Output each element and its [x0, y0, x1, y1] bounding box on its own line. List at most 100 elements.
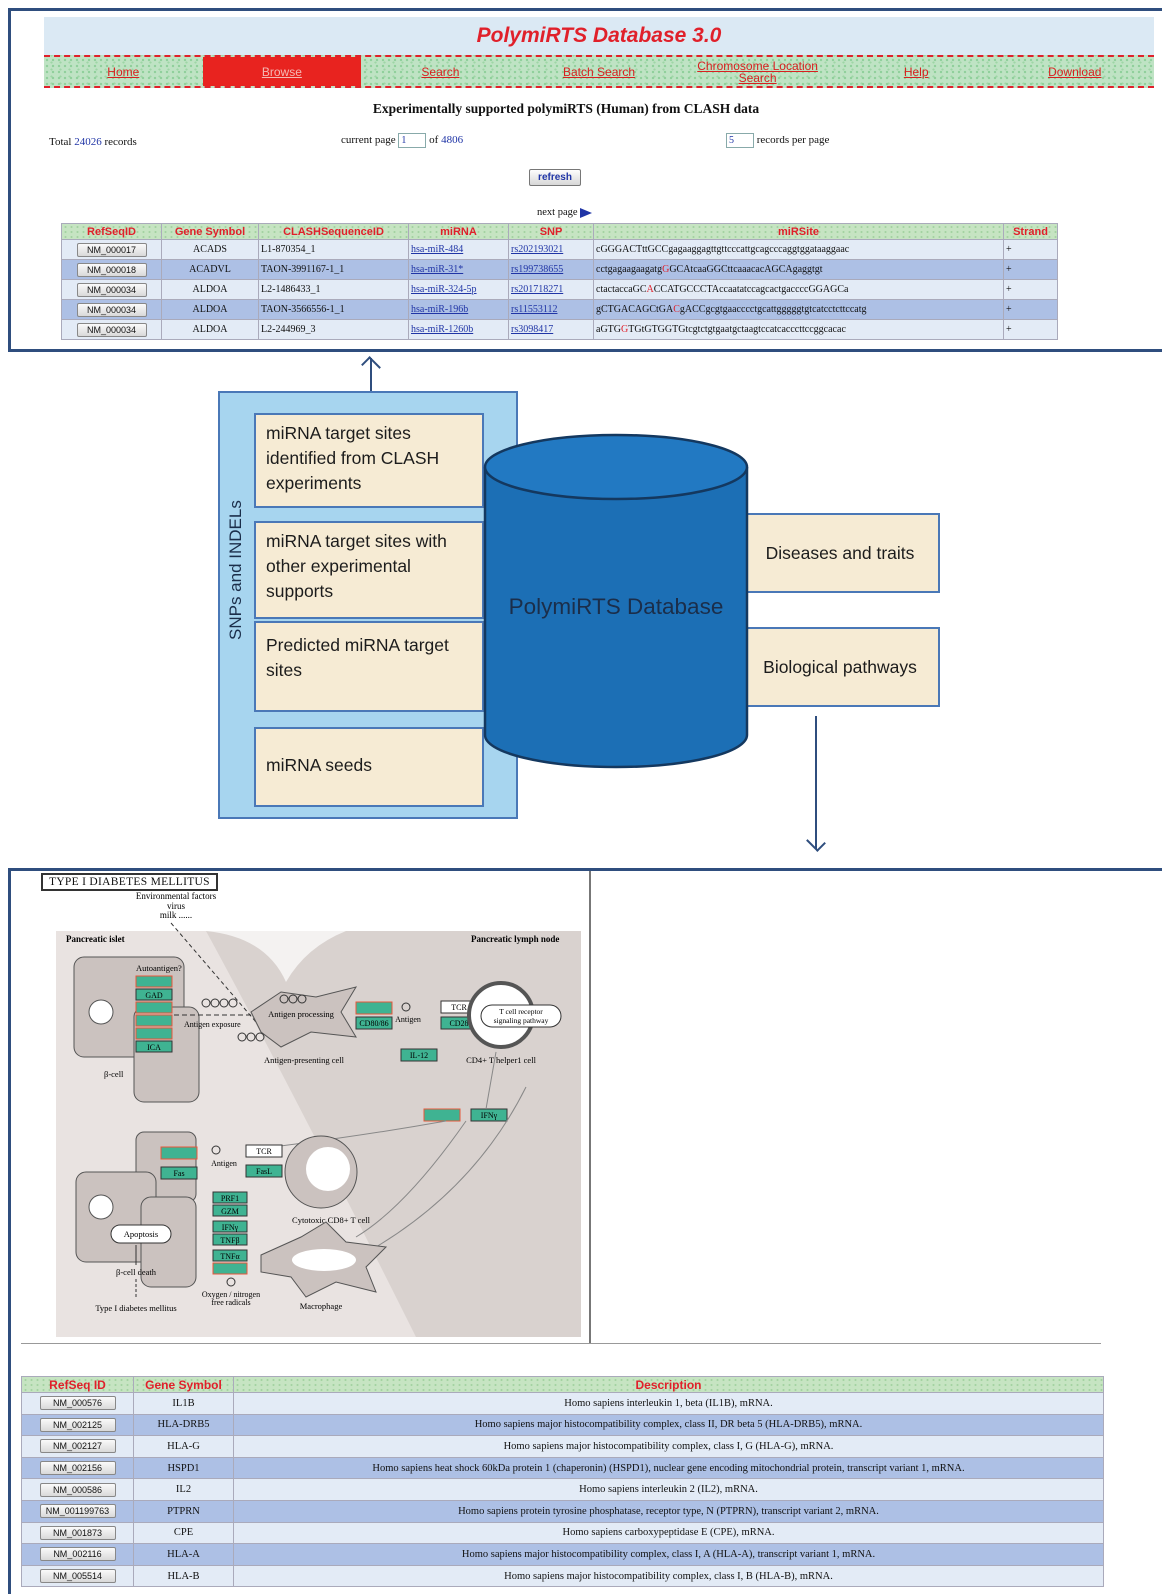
- refresh-button[interactable]: refresh: [529, 169, 581, 186]
- col-refseq-id[interactable]: RefSeq ID: [21, 1376, 134, 1393]
- refseq-button[interactable]: NM_000017: [76, 242, 147, 257]
- gene-box-highlighted[interactable]: [135, 1027, 173, 1040]
- gene-box-gzm[interactable]: [212, 1204, 248, 1217]
- gene-box-prf1[interactable]: [212, 1191, 248, 1204]
- description-cell: Homo sapiens carboxypeptidase E (CPE), m…: [233, 1521, 1104, 1545]
- snp-cell: rs201718271: [508, 279, 594, 300]
- beta-cell-label: β-cell: [104, 1069, 124, 1079]
- gene-box-tnfa[interactable]: [212, 1249, 248, 1262]
- col-gene-symbol[interactable]: Gene Symbol: [161, 223, 259, 240]
- snp-link[interactable]: rs199738655: [511, 264, 564, 275]
- refseq-button[interactable]: NM_000034: [76, 282, 147, 297]
- next-page-link[interactable]: next page: [537, 207, 592, 218]
- gene-box-highlighted[interactable]: [135, 1014, 173, 1027]
- col-gene-symbol[interactable]: Gene Symbol: [133, 1376, 234, 1393]
- tcr2-box[interactable]: [245, 1144, 283, 1158]
- nav-chromosome-location-search[interactable]: Chromosome Location Search: [697, 58, 818, 85]
- source-other-experimental: miRNA target sites with other experiment…: [254, 521, 484, 619]
- apoptosis-box[interactable]: [110, 1224, 172, 1244]
- mirna-link[interactable]: hsa-miR-1260b: [411, 324, 474, 335]
- nav-home[interactable]: Home: [107, 64, 140, 79]
- oxygen-label-2: free radicals: [211, 1298, 250, 1307]
- mirna-link[interactable]: hsa-miR-324-5p: [411, 284, 477, 295]
- gene-box-highlighted[interactable]: [355, 1001, 393, 1015]
- mirna-cell: hsa-miR-1260b: [408, 319, 509, 340]
- gene-box-gad[interactable]: [135, 988, 173, 1001]
- nav-search[interactable]: Search: [421, 64, 460, 79]
- refseq-button[interactable]: NM_005514: [39, 1569, 116, 1584]
- antigen-dot: [279, 994, 289, 1004]
- tcr-pathway-box[interactable]: [480, 1004, 562, 1028]
- description-cell: Homo sapiens major histocompatibility co…: [233, 1435, 1104, 1458]
- gene-box-highlighted[interactable]: [212, 1262, 248, 1275]
- per-page-input[interactable]: 5: [726, 133, 754, 148]
- gene-cell: HSPD1: [133, 1456, 234, 1480]
- mirsite-cell: cGGGACTttGCCgagaaggagttgttcccattgcagccca…: [593, 239, 1004, 260]
- nav-bar: Home Browse Search Batch Search Chromoso…: [44, 55, 1154, 88]
- snp-link[interactable]: rs202193021: [511, 244, 564, 255]
- refseq-cell: NM_000018: [61, 259, 162, 280]
- refseq-button[interactable]: NM_000576: [39, 1396, 116, 1411]
- gene-box-ica[interactable]: [135, 1040, 173, 1053]
- nav-browse[interactable]: Browse: [202, 57, 362, 86]
- refseq-button[interactable]: NM_002116: [39, 1547, 116, 1562]
- database-title: PolymiRTS Database 3.0: [44, 17, 1154, 55]
- gene-box-fas[interactable]: [160, 1166, 198, 1180]
- refseq-button[interactable]: NM_000586: [39, 1482, 116, 1497]
- col-mirna[interactable]: miRNA: [408, 223, 509, 240]
- current-page-input[interactable]: 1: [398, 133, 427, 148]
- mirna-link[interactable]: hsa-miR-31*: [411, 264, 464, 275]
- gene-box-highlighted[interactable]: [135, 1001, 173, 1014]
- nav-batch-search[interactable]: Batch Search: [563, 64, 636, 79]
- gzm-label: GZM: [221, 1207, 239, 1216]
- gene-box-cd8086[interactable]: [355, 1016, 393, 1030]
- refseq-button[interactable]: NM_000018: [76, 262, 147, 277]
- strand-cell: +: [1003, 299, 1058, 320]
- refseq-button[interactable]: NM_002156: [39, 1461, 116, 1476]
- gene-box-ifny2[interactable]: [212, 1220, 248, 1233]
- tnfb-label: TNFβ: [220, 1236, 239, 1245]
- refseq-button[interactable]: NM_002127: [39, 1439, 116, 1454]
- refseq-button[interactable]: NM_001873: [39, 1525, 116, 1540]
- gene-box-highlighted[interactable]: [160, 1146, 198, 1160]
- refseq-cell: NM_002116: [21, 1543, 134, 1566]
- nav-download[interactable]: Download: [1048, 64, 1102, 79]
- arrow-up-icon: [361, 356, 381, 376]
- mirna-link[interactable]: hsa-miR-196b: [411, 304, 469, 315]
- col-clash-sequence-id[interactable]: CLASHSequenceID: [258, 223, 409, 240]
- snp-link[interactable]: rs11553112: [511, 304, 558, 315]
- tcr2-label: TCR: [256, 1147, 272, 1156]
- nav-help[interactable]: Help: [903, 64, 929, 79]
- gene-box-highlighted[interactable]: [135, 975, 173, 988]
- cd8-label: Cytotoxic CD8+ T cell: [292, 1215, 371, 1225]
- snp-cell: rs199738655: [508, 259, 594, 280]
- env-arrow: [170, 922, 257, 1023]
- mirna-link[interactable]: hsa-miR-484: [411, 244, 464, 255]
- refseq-button[interactable]: NM_002125: [39, 1417, 116, 1432]
- refseq-button[interactable]: NM_000034: [76, 322, 147, 337]
- refseq-button[interactable]: NM_001199763: [39, 1504, 116, 1519]
- refseq-cell: NM_005514: [21, 1564, 134, 1588]
- gene-box-il12[interactable]: [400, 1048, 438, 1062]
- gene-box-tnfb[interactable]: [212, 1233, 248, 1246]
- col-description[interactable]: Description: [233, 1376, 1104, 1393]
- gene-box-highlighted[interactable]: [423, 1108, 461, 1122]
- arrow-up-line: [370, 358, 372, 391]
- ifny2-label: IFNγ: [222, 1223, 239, 1232]
- col-mirsite[interactable]: miRSite: [593, 223, 1004, 240]
- refseq-button[interactable]: NM_000034: [76, 302, 147, 317]
- ica-label: ICA: [147, 1043, 161, 1052]
- gene-box-fasl[interactable]: [245, 1164, 283, 1178]
- macrophage-inner: [292, 1249, 356, 1271]
- mirsite-cell: gCTGACAGCtGACgACCgcgtgaacccctgcattgggggt…: [593, 299, 1004, 320]
- col-refseqid[interactable]: RefSeqID: [61, 223, 162, 240]
- gene-box-ifny[interactable]: [470, 1108, 508, 1122]
- snp-link[interactable]: rs201718271: [511, 284, 564, 295]
- prf1-label: PRF1: [221, 1194, 239, 1203]
- apoptosis-label: Apoptosis: [124, 1229, 158, 1239]
- col-strand[interactable]: Strand: [1003, 223, 1058, 240]
- snp-link[interactable]: rs3098417: [511, 324, 554, 335]
- cd8086-label: CD80/86: [359, 1019, 388, 1028]
- total-prefix: Total: [49, 136, 72, 148]
- col-snp[interactable]: SNP: [508, 223, 594, 240]
